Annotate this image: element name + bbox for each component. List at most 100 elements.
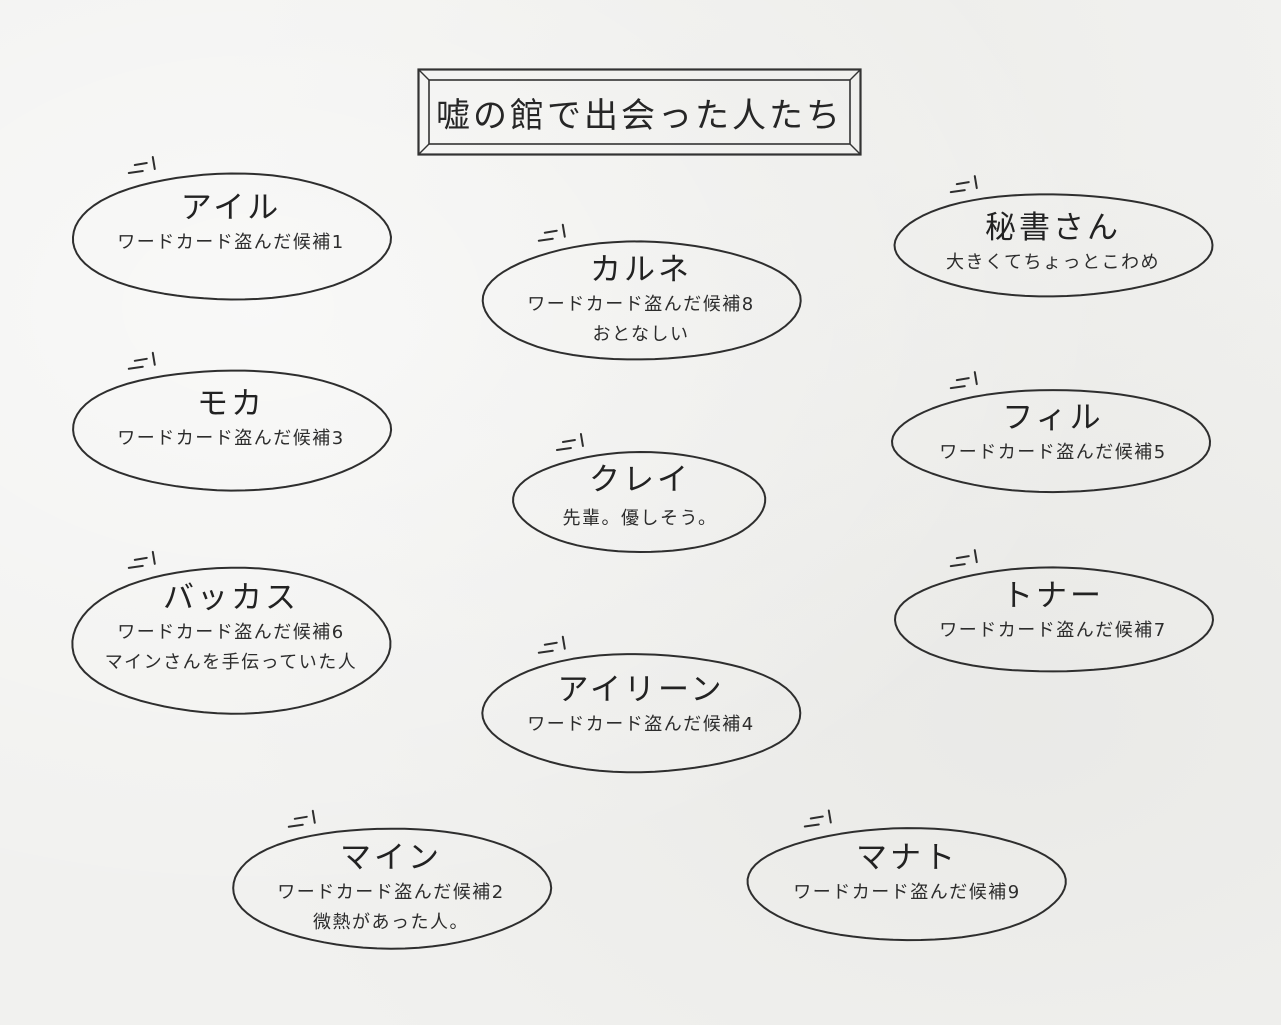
spark-marks — [949, 175, 978, 194]
spark-stroke — [311, 809, 316, 824]
node-ellipse — [512, 433, 767, 553]
person-name: フィル — [1002, 400, 1104, 436]
spark-marks — [949, 549, 978, 568]
node-ellipse — [481, 635, 802, 774]
person-name: 秘書さん — [985, 210, 1121, 246]
person-name: バッカス — [163, 580, 299, 616]
spark-stroke — [827, 809, 832, 824]
ellipse-outline — [232, 827, 553, 950]
spark-stroke — [955, 555, 970, 560]
person-description: ワードカード盗んだ候補1 — [70, 228, 392, 258]
person-description: ワードカード盗んだ候補8 おとなしい — [480, 290, 802, 350]
spark-stroke — [287, 823, 304, 828]
spark-stroke — [151, 156, 156, 171]
spark-stroke — [579, 433, 584, 447]
person-name: トナー — [1002, 578, 1104, 614]
spark-marks — [127, 351, 156, 370]
node-ellipse — [72, 156, 392, 301]
node-ellipse — [746, 809, 1067, 942]
spark-marks — [537, 635, 566, 654]
spark-stroke — [949, 189, 966, 194]
person-node-firu: フィル ワードカード盗んだ候補5 — [891, 371, 1214, 494]
ellipse-outline — [512, 451, 767, 553]
node-ellipse — [71, 550, 392, 715]
person-description: ワードカード盗んだ候補5 — [892, 438, 1214, 468]
description-line: ワードカード盗んだ候補7 — [939, 620, 1167, 641]
spark-stroke — [537, 649, 554, 654]
title-frame: 嘘の館で出会った人たち — [417, 68, 862, 156]
ellipse-outline — [72, 172, 392, 301]
node-ellipse — [893, 175, 1214, 298]
ellipse-outline — [71, 566, 392, 715]
spark-stroke — [127, 170, 144, 175]
person-name: クレイ — [589, 462, 691, 498]
spark-stroke — [973, 549, 978, 564]
ellipse-outline — [746, 827, 1067, 942]
spark-stroke — [973, 371, 978, 386]
spark-stroke — [955, 181, 970, 186]
spark-stroke — [127, 564, 144, 569]
spark-marks — [127, 550, 156, 569]
description-line: ワードカード盗んだ候補1 — [117, 232, 345, 253]
description-line: マインさんを手伝っていた人 — [104, 652, 358, 673]
node-ellipse — [481, 223, 802, 361]
page-title: 嘘の館で出会った人たち — [436, 95, 843, 136]
person-description: ワードカード盗んだ候補7 — [892, 616, 1214, 646]
spark-marks — [803, 809, 832, 828]
description-line: ワードカード盗んだ候補9 — [793, 882, 1021, 903]
spark-stroke — [293, 815, 308, 820]
spark-stroke — [949, 563, 966, 568]
person-description: 先輩。優しそう。 — [512, 504, 768, 534]
node-ellipse — [72, 351, 393, 492]
person-name: カルネ — [590, 252, 692, 288]
person-name: モカ — [197, 386, 265, 422]
spark-stroke — [561, 223, 566, 238]
person-node-kurei: クレイ 先輩。優しそう。 — [512, 433, 768, 554]
spark-stroke — [561, 439, 576, 443]
person-node-airin: アイリーン ワードカード盗んだ候補4 — [480, 635, 802, 774]
spark-marks — [949, 371, 978, 390]
spark-marks — [537, 223, 566, 242]
person-node-main: マイン ワードカード盗んだ候補2 微熱があった人。 — [230, 809, 553, 950]
person-node-manato: マナト ワードカード盗んだ候補9 — [746, 809, 1068, 942]
description-line: ワードカード盗んだ候補5 — [939, 442, 1167, 463]
spark-stroke — [555, 447, 572, 451]
spark-stroke — [543, 229, 558, 234]
spark-stroke — [133, 162, 148, 167]
spark-stroke — [803, 823, 820, 828]
spark-marks — [555, 433, 584, 451]
node-ellipse — [232, 809, 553, 950]
description-line: ワードカード盗んだ候補8 — [527, 294, 755, 315]
spark-stroke — [151, 351, 156, 366]
spark-stroke — [537, 237, 554, 242]
ellipse-outline — [894, 566, 1214, 673]
person-description: ワードカード盗んだ候補4 — [480, 710, 802, 740]
description-line: ワードカード盗んだ候補3 — [117, 428, 345, 449]
person-node-karune: カルネ ワードカード盗んだ候補8 おとなしい — [480, 223, 802, 362]
person-name: マイン — [340, 840, 442, 876]
ellipse-outline — [893, 193, 1214, 298]
person-node-hisho: 秘書さん 大きくてちょっとこわめ — [892, 175, 1214, 298]
spark-stroke — [127, 365, 144, 370]
spark-stroke — [133, 357, 148, 362]
spark-stroke — [151, 550, 156, 565]
ellipse-outline — [481, 240, 802, 361]
node-ellipse — [891, 371, 1211, 494]
person-node-moka: モカ ワードカード盗んだ候補3 — [70, 351, 393, 492]
description-line: 大きくてちょっとこわめ — [946, 252, 1160, 273]
person-description: ワードカード盗んだ候補3 — [70, 424, 392, 454]
person-description: ワードカード盗んだ候補6 マインさんを手伝っていた人 — [70, 618, 392, 678]
description-line: ワードカード盗んだ候補2 — [277, 882, 505, 903]
person-description: ワードカード盗んだ候補2 微熱があった人。 — [230, 878, 552, 938]
spark-stroke — [973, 175, 978, 190]
person-description: 大きくてちょっとこわめ — [892, 248, 1214, 278]
spark-stroke — [561, 635, 566, 650]
ellipse-outline — [72, 369, 393, 492]
person-name: アイリーン — [557, 672, 725, 708]
description-line: おとなしい — [592, 324, 690, 345]
title-frame-border — [417, 68, 862, 156]
person-node-bakkasu: バッカス ワードカード盗んだ候補6 マインさんを手伝っていた人 — [70, 550, 392, 716]
spark-stroke — [955, 377, 970, 382]
spark-marks — [287, 809, 316, 828]
